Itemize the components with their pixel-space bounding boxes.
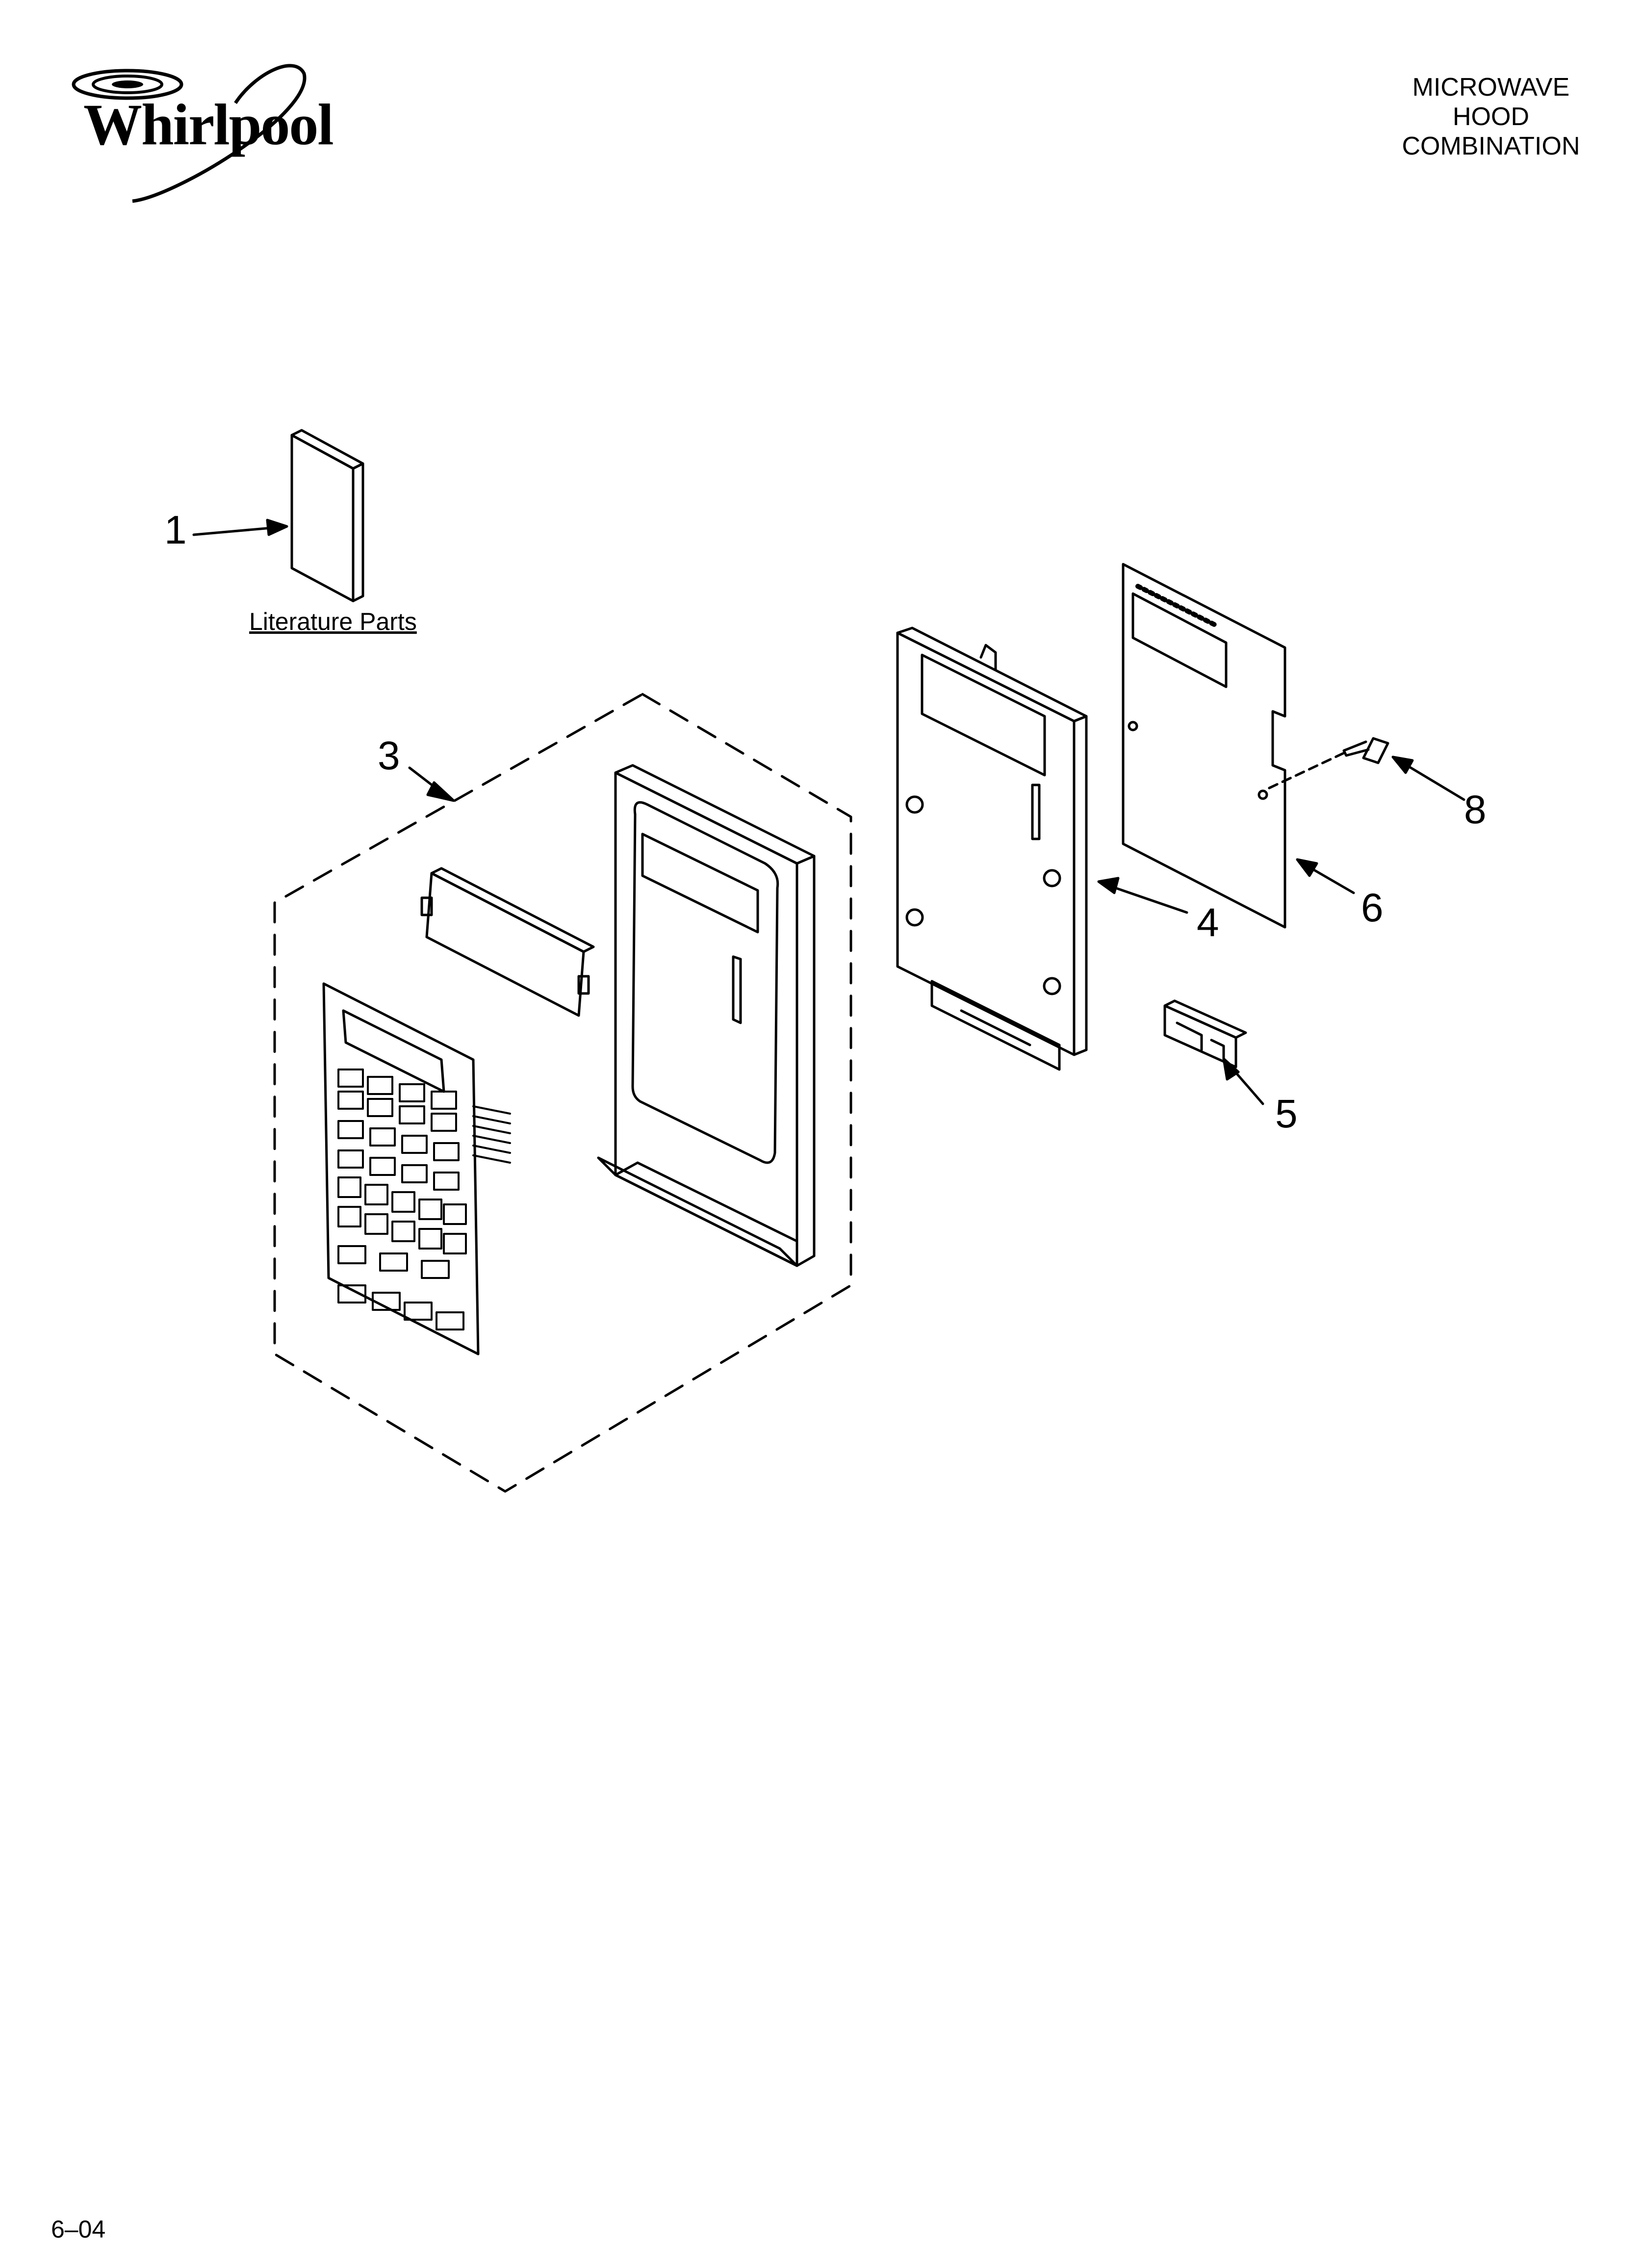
retaining-clip — [1163, 999, 1247, 1069]
callout-5: 5 — [1275, 1092, 1298, 1136]
callout-arrow-4 — [1097, 877, 1188, 914]
callout-3: 3 — [378, 733, 400, 778]
display-window — [420, 867, 595, 1017]
callout-arrow-6 — [1296, 858, 1355, 894]
callout-1: 1 — [164, 508, 187, 552]
callout-arrow-1 — [192, 519, 288, 536]
title-line-1: MICROWAVE — [1412, 73, 1570, 102]
callout-arrow-5 — [1222, 1057, 1264, 1105]
callout-4: 4 — [1197, 900, 1219, 945]
whirlpool-swirl-icon — [72, 64, 307, 203]
callout-8: 8 — [1464, 787, 1487, 832]
control-panel-frame — [597, 764, 816, 1267]
brand-wordmark: Whirlpool — [83, 92, 334, 157]
title-line-3: COMBINATION — [1402, 132, 1580, 160]
mounting-bracket — [896, 626, 1088, 1071]
whirlpool-logo: Whirlpool — [59, 54, 343, 216]
control-panel-group-outline — [273, 693, 852, 1493]
literature-parts-label: Literature Parts — [249, 608, 417, 635]
keypad-buttons — [337, 1069, 467, 1330]
document-title: MICROWAVE HOOD COMBINATION — [1354, 73, 1628, 161]
revision-code: 6–04 — [51, 2216, 106, 2243]
mounting-screw — [1264, 737, 1389, 791]
callout-arrow-3 — [408, 766, 455, 802]
callout-arrow-8 — [1391, 756, 1465, 801]
literature-booklet — [290, 429, 364, 602]
callout-6: 6 — [1361, 886, 1384, 930]
title-line-2: HOOD — [1453, 103, 1529, 131]
keypad-membrane — [322, 982, 511, 1356]
control-circuit-board — [1122, 563, 1286, 929]
